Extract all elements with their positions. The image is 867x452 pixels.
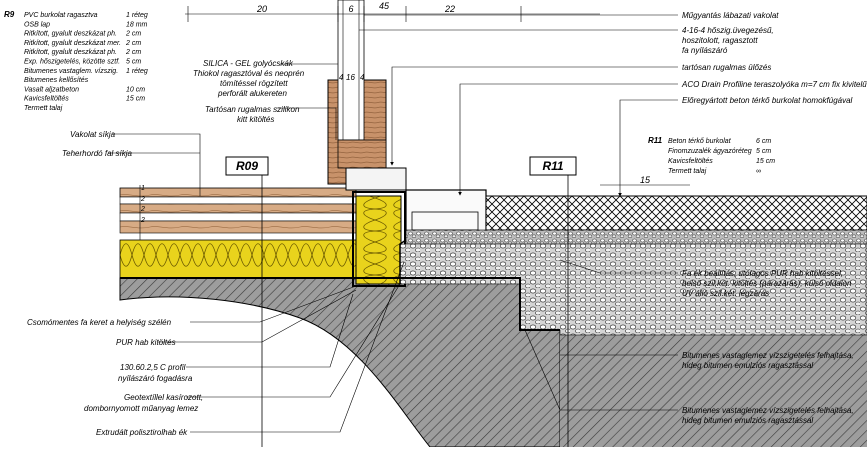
window-sill — [337, 139, 387, 169]
r9-legend-row-value: 2 cm — [125, 40, 141, 47]
svg-text:R09: R09 — [236, 159, 258, 173]
r11-legend-row-value: 6 cm — [756, 138, 771, 145]
dim-4a: 4 — [339, 73, 344, 82]
left-annotations: SILICA - GEL golyócskák Thiokol ragasztó… — [27, 59, 305, 437]
ground-left — [119, 277, 561, 448]
label-bitumen-a-1: Bitumenes vastaglemez vízszigetelés felh… — [682, 351, 854, 360]
r9-legend-row-name: Bitumenes kellősítés — [24, 77, 89, 84]
r9-legend-row-value: 18 mm — [126, 21, 148, 28]
dim-2b: 2 — [140, 206, 145, 213]
label-uveg-3: fa nyílászáró — [682, 46, 728, 55]
r9-legend-row-name: Termett talaj — [24, 105, 63, 112]
r9-legend-row-value: 1 réteg — [126, 12, 148, 19]
label-vakolat-sikja: Vakolat síkja — [70, 130, 116, 139]
bedding-layer — [405, 229, 867, 245]
floor-board-layer-3 — [119, 212, 357, 222]
window-sash-profile — [345, 167, 407, 191]
label-profil-130: 130.60.2,5 C profil — [120, 363, 186, 372]
membrane-line — [120, 277, 560, 331]
dim-6: 6 — [348, 4, 353, 14]
label-bitumen-b-2: hideg bitumen emulziós ragasztással — [682, 416, 813, 425]
r9-legend-row-value: 2 cm — [125, 31, 141, 38]
r9-legend-row-name: Kavicsfeltöltés — [24, 96, 69, 103]
floor-insulation — [119, 239, 357, 279]
r11-legend-row-name: Termett talaj — [668, 168, 707, 175]
label-eloregyartott: Előregyártott beton térkő burkolat homok… — [682, 96, 853, 105]
floor-board-layer-4 — [119, 220, 357, 234]
label-aco-drain: ACO Drain Profiline teraszolyóka m=7 cm … — [681, 80, 867, 89]
floor-board-layer-1 — [119, 196, 357, 205]
label-uveg-1: 4-16-4 hőszig.üvegezésű, — [682, 26, 774, 35]
r11-legend: R11 Beton térkő burkolat 6 cm Finomzuzalék… — [648, 136, 775, 175]
label-nyilaszaro-fogadasra: nyílászáró fogadásra — [118, 374, 193, 383]
leader-lines — [108, 14, 678, 433]
label-uveg-2: hoszitolott, ragasztott — [682, 36, 758, 45]
floor-osb-layer — [119, 187, 357, 198]
label-bitumen-a-2: hideg bitumen emulziós ragasztással — [682, 361, 813, 370]
r11-legend-row-value: 5 cm — [756, 148, 771, 155]
r9-legend-row-name: Ritkított, gyalult deszkázat ph. — [24, 49, 117, 56]
r11-legend-row-name: Beton térkő burkolat — [668, 138, 732, 145]
label-fa-ek-3: UV álló szil.két. légzárás — [682, 289, 769, 298]
svg-text:R11: R11 — [542, 159, 563, 173]
r11-legend-row-name: Kavicsfeltöltés — [668, 158, 713, 165]
r9-legend-row-value: 15 cm — [126, 96, 145, 103]
dim-4b: 4 — [360, 73, 365, 82]
label-dombornyomott: dombornyomott műanyag lemez — [84, 404, 198, 413]
right-annotations: Műgyantás lábazati vakolat 4-16-4 hőszig… — [681, 11, 867, 425]
r9-legend-row-value: 10 cm — [126, 86, 145, 93]
r9-legend-row-value: 1 réteg — [126, 68, 148, 75]
label-kitt-kitoltes: kitt kitöltés — [237, 115, 274, 124]
r11-code: R11 — [648, 136, 663, 145]
dim-16: 16 — [346, 73, 355, 82]
r9-legend-row-name: Ritkított, gyalult deszkázat mer. — [24, 40, 121, 47]
label-teherhordo: Teherhordó fal síkja — [62, 149, 133, 158]
r9-legend-row-name: Vasalt aljzatbeton — [24, 86, 79, 93]
dim-22: 22 — [444, 4, 455, 14]
r11-legend-row-value: ∞ — [756, 168, 761, 175]
label-csomomentes: Csomómentes fa keret a helyiség szélén — [27, 318, 172, 327]
dim-45: 45 — [379, 1, 390, 11]
c-profile — [352, 191, 406, 287]
r11-legend-row-name: Finomzuzalék ágyazóréteg — [668, 148, 752, 155]
r9-legend-row-name: PVC burkolat ragasztva — [24, 12, 98, 19]
wall-insulation — [355, 195, 402, 285]
label-mugyantas: Műgyantás lábazati vakolat — [682, 11, 779, 20]
label-perforalt: perforált alukereten — [217, 89, 287, 98]
section-tag-r09[interactable] — [225, 156, 269, 176]
label-thiokol: Thiokol ragasztóval és neoprén — [193, 69, 305, 78]
label-silica-gel: SILICA - GEL golyócskák — [203, 59, 294, 68]
dim-2a: 2 — [140, 196, 145, 203]
r9-legend-row-name: OSB lap — [24, 21, 50, 28]
label-tomites: tömítéssel rögzített — [220, 79, 288, 88]
ground-right — [560, 335, 867, 447]
window-glass — [337, 0, 365, 141]
label-geotextil: Geotextíllel kasírozott, — [124, 393, 203, 402]
r9-legend-row-name: Exp. hőszigetelés, közötte sztf. — [24, 59, 120, 66]
section-tag-r11[interactable] — [529, 156, 577, 176]
label-tartosan-ulo: tartósan rugalmas ülőzés — [682, 63, 771, 72]
r9-legend-row-value: 5 cm — [126, 59, 141, 66]
dim-1: 1 — [141, 185, 145, 192]
paver-layer — [485, 195, 867, 231]
label-bitumen-b-1: Bitumenes vastaglemez vízszigetelés felh… — [682, 406, 854, 415]
r11-legend-row-value: 15 cm — [756, 158, 775, 165]
label-fa-ek-2: belső szil.két. kitöltés (párazárás), kü… — [682, 279, 852, 288]
r9-legend-row-name: Bitumenes vastaglem. vízszig. — [24, 68, 118, 75]
r9-legend-row-value: 2 cm — [125, 49, 141, 56]
r9-code: R9 — [4, 10, 15, 19]
label-tartosan-szilikon: Tartósan rugalmas szilikon — [205, 105, 300, 114]
label-extrudalt: Extrudált polisztirolhab ék — [96, 428, 188, 437]
r9-legend-row-name: Ritkított, gyalult deszkázat ph. — [24, 31, 117, 38]
dim-15: 15 — [640, 175, 651, 185]
floor-board-layer-2 — [119, 203, 357, 214]
dim-20: 20 — [256, 4, 267, 14]
label-pur-hab: PUR hab kitöltés — [116, 338, 176, 347]
dim-2c: 2 — [140, 217, 145, 224]
label-fa-ek-1: Fa ék beállítás, utólagos PUR hab kitölt… — [682, 269, 843, 278]
